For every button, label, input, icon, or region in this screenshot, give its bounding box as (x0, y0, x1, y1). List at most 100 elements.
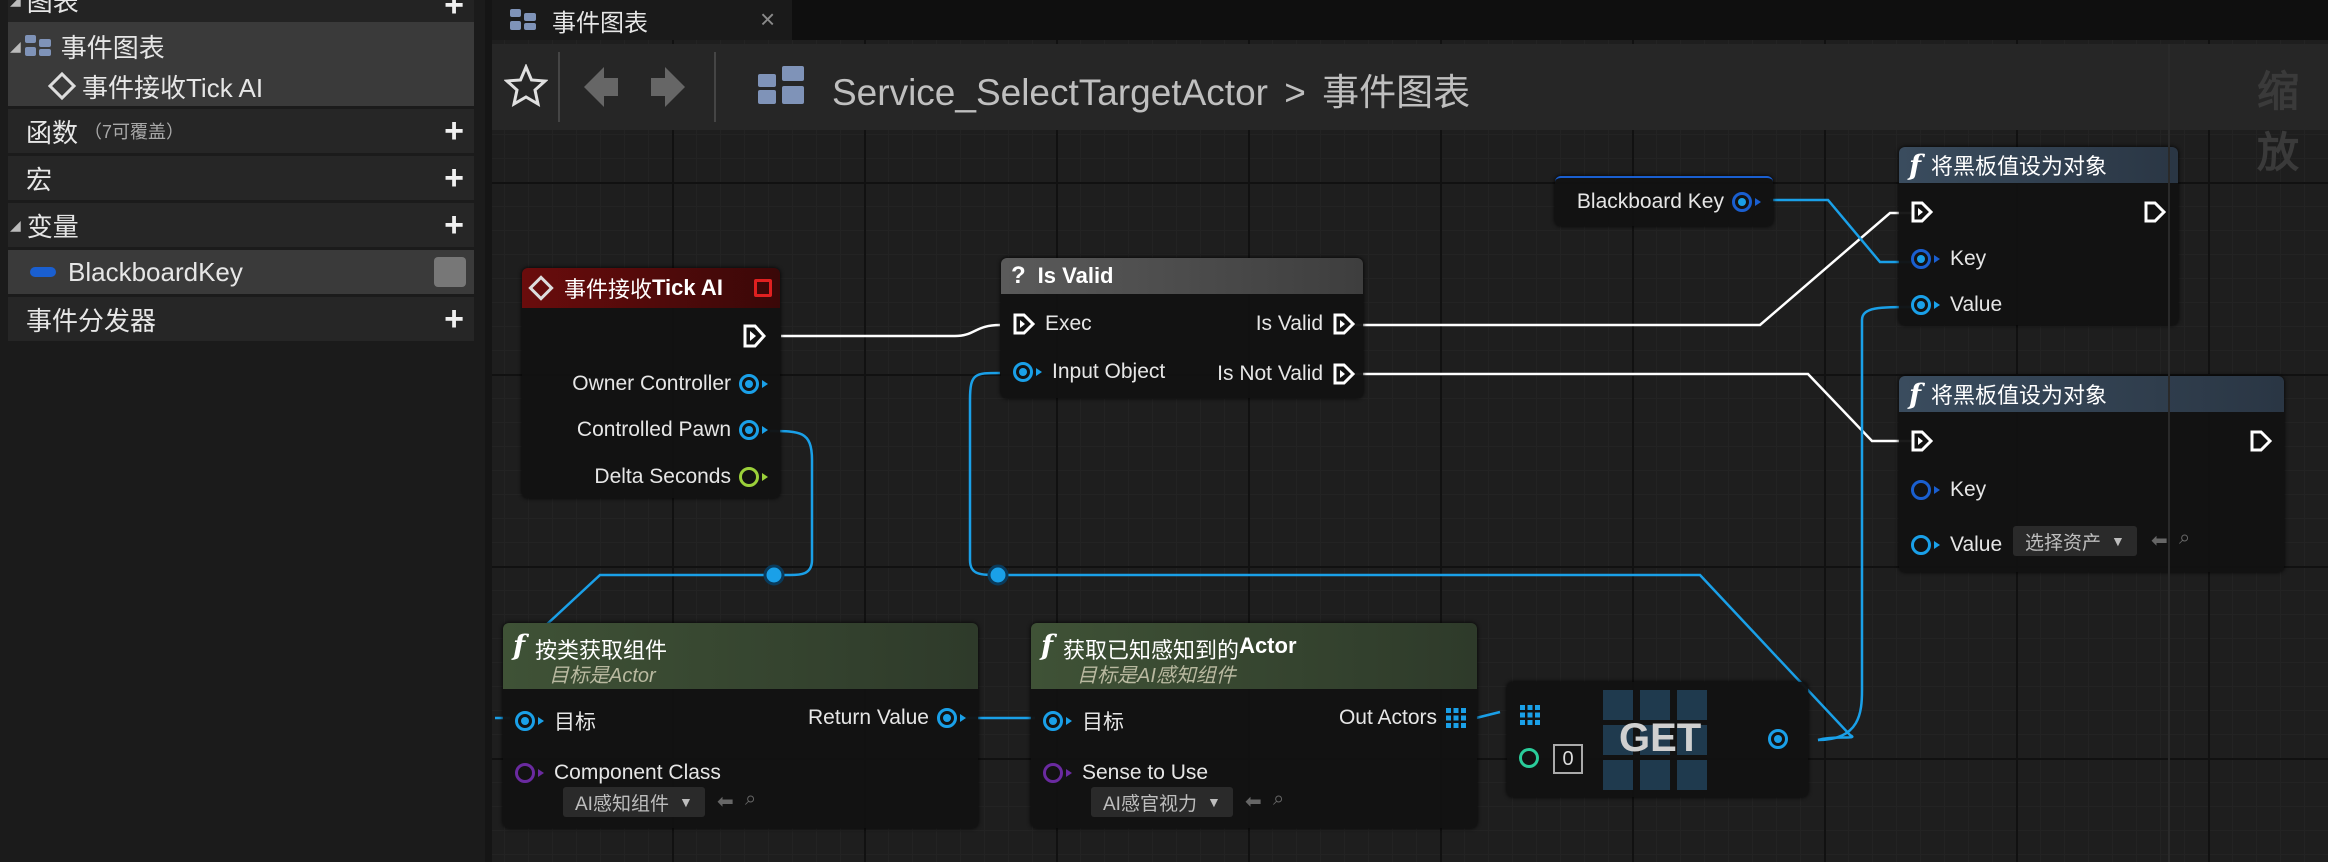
pin-input-object[interactable]: Input Object (1013, 360, 1165, 384)
array-in-pin-icon[interactable] (1519, 704, 1541, 726)
exec-out-pin-icon[interactable] (1333, 363, 1355, 385)
star-favorite-icon[interactable] (504, 64, 548, 108)
set-blackboard-value-node-1[interactable]: f 将黑板值设为对象 Key Value (1899, 147, 2178, 325)
index-input[interactable]: 0 (1553, 744, 1583, 774)
exec-out-pin[interactable] (2144, 201, 2167, 228)
pin-out-actors[interactable]: Out Actors (1339, 706, 1467, 730)
object-out-pin-icon[interactable] (1768, 729, 1788, 749)
pin-label: Value (1950, 533, 2003, 556)
object-pin-icon[interactable] (937, 708, 957, 728)
pin-label: Key (1950, 247, 1987, 270)
use-selected-arrow-icon[interactable]: ⬅ (717, 791, 734, 813)
use-selected-arrow-icon[interactable]: ⬅ (1245, 791, 1262, 813)
variable-item-blackboardkey[interactable]: BlackboardKey (8, 250, 474, 294)
exec-out-pin-icon[interactable] (1333, 313, 1355, 335)
pin-value[interactable]: Value (1911, 293, 2002, 317)
reroute-knot[interactable] (987, 564, 1009, 586)
object-pin-icon[interactable] (1043, 711, 1063, 731)
collapse-arrow-icon[interactable]: ◢ (10, 216, 21, 233)
pin-label: Exec (1045, 312, 1092, 335)
pin-return-value[interactable]: Return Value (808, 706, 968, 730)
get-component-by-class-node[interactable]: f 按类获取组件 目标是Actor 目标 Return Value Compon… (503, 623, 978, 828)
graphs-category[interactable]: ◢ 图表 + (8, 0, 474, 22)
dispatchers-category[interactable]: 事件分发器 + (8, 297, 474, 341)
add-variable-icon[interactable]: + (444, 206, 464, 244)
eye-visibility-icon[interactable] (434, 257, 466, 287)
class-pin-icon[interactable] (1043, 763, 1063, 783)
add-dispatcher-icon[interactable]: + (444, 300, 464, 338)
browse-search-icon[interactable]: ⌕ (745, 788, 757, 810)
event-tick-item[interactable]: 事件接收Tick AI (8, 66, 474, 106)
exec-out-pin[interactable] (742, 324, 767, 353)
macros-category[interactable]: 宏 + (8, 156, 474, 200)
event-tick-label: 事件接收Tick AI (82, 72, 264, 103)
pin-key[interactable]: Key (1911, 478, 1986, 502)
asset-picker-dropdown[interactable]: 选择资产▼ (2013, 526, 2137, 556)
exec-in-pin[interactable] (1911, 201, 1934, 228)
breadcrumb-graph[interactable]: 事件图表 (1322, 72, 1471, 113)
pin-sense-to-use[interactable]: Sense to Use (1043, 761, 1208, 785)
exec-out-pin[interactable] (2250, 430, 2273, 457)
get-known-perceived-actors-node[interactable]: f 获取已知感知到的 Actor 目标是AI感知组件 目标 Out Actors… (1031, 623, 1477, 828)
browse-search-icon[interactable]: ⌕ (2179, 527, 2191, 549)
float-pin-icon[interactable] (739, 467, 759, 487)
node-header: f 将黑板值设为对象 (1899, 376, 2284, 412)
blackboard-key-getter-node[interactable]: Blackboard Key (1555, 176, 1773, 226)
array-pin-icon[interactable] (1445, 707, 1467, 729)
reroute-knot[interactable] (763, 564, 785, 586)
sense-picker-dropdown[interactable]: AI感官视力▼ (1091, 787, 1233, 817)
pin-blackboard-key[interactable]: Blackboard Key (1577, 190, 1763, 214)
forward-arrow-icon[interactable] (647, 64, 687, 110)
object-pin-icon[interactable] (515, 711, 535, 731)
node-title: 将黑板值设为对象 (1931, 154, 2108, 179)
pin-target[interactable]: 目标 (1043, 706, 1124, 736)
exec-wire-valid (1350, 211, 1912, 327)
use-selected-arrow-icon[interactable]: ⬅ (2151, 530, 2168, 552)
class-picker-dropdown[interactable]: AI感知组件▼ (563, 787, 705, 817)
back-arrow-icon[interactable] (582, 64, 622, 110)
struct-pin-icon[interactable] (1911, 480, 1931, 500)
pin-controlled-pawn[interactable]: Controlled Pawn (577, 418, 770, 442)
exec-in-pin[interactable] (1911, 430, 1934, 457)
collapse-arrow-icon[interactable]: ◢ (10, 0, 21, 9)
object-pin-icon[interactable] (739, 420, 759, 440)
object-pin-icon[interactable] (1911, 295, 1931, 315)
pin-component-class[interactable]: Component Class (515, 761, 721, 785)
pin-key[interactable]: Key (1911, 247, 1986, 271)
pin-owner-controller[interactable]: Owner Controller (572, 372, 770, 396)
delegate-output-icon[interactable] (754, 279, 772, 297)
class-pin-icon[interactable] (515, 763, 535, 783)
zoom-label: 缩放 (2257, 68, 2300, 176)
add-macro-icon[interactable]: + (444, 159, 464, 197)
node-subtitle: 目标是AI感知组件 (1077, 665, 1236, 687)
struct-pin-icon[interactable] (1911, 249, 1931, 269)
event-graph-item[interactable]: ◢ 事件图表 (8, 22, 474, 70)
is-valid-node[interactable]: ? Is Valid Exec Input Object Is Valid Is… (1001, 258, 1363, 398)
object-pin-icon[interactable] (1013, 362, 1033, 382)
pin-value[interactable]: Value (1911, 533, 2002, 557)
function-icon: f (1909, 377, 1922, 411)
struct-pin-icon[interactable] (1732, 192, 1752, 212)
exec-in-pin-icon[interactable] (1013, 313, 1035, 335)
pin-exec[interactable]: Exec (1013, 312, 1092, 336)
pin-delta-seconds[interactable]: Delta Seconds (594, 465, 770, 489)
add-graph-icon[interactable]: + (444, 0, 464, 24)
array-get-node[interactable]: GET 0 (1507, 682, 1808, 797)
functions-category[interactable]: 函数 （7可覆盖） + (8, 109, 474, 153)
browse-search-icon[interactable]: ⌕ (1273, 788, 1285, 810)
event-tick-node[interactable]: 事件接收 Tick AI Owner Controller Controlled… (522, 268, 780, 498)
int-pin-icon[interactable] (1519, 748, 1539, 768)
close-tab-icon[interactable]: × (760, 4, 776, 34)
variables-category[interactable]: ◢ 变量 + (8, 203, 474, 247)
object-pin-icon[interactable] (1911, 535, 1931, 555)
object-pin-icon[interactable] (739, 374, 759, 394)
breadcrumb-asset[interactable]: Service_SelectTargetActor (832, 72, 1268, 113)
pin-is-not-valid[interactable]: Is Not Valid (1217, 362, 1355, 386)
pin-target[interactable]: 目标 (515, 706, 596, 736)
pin-is-valid[interactable]: Is Valid (1256, 312, 1355, 336)
set-blackboard-value-node-2[interactable]: f 将黑板值设为对象 Key Value 选择资产▼ ⬅ ⌕ (1899, 376, 2284, 572)
pin-label: Key (1950, 478, 1987, 501)
add-function-icon[interactable]: + (444, 112, 464, 150)
collapse-arrow-icon[interactable]: ◢ (10, 37, 21, 54)
tab-event-graph[interactable]: 事件图表 × (492, 0, 792, 40)
